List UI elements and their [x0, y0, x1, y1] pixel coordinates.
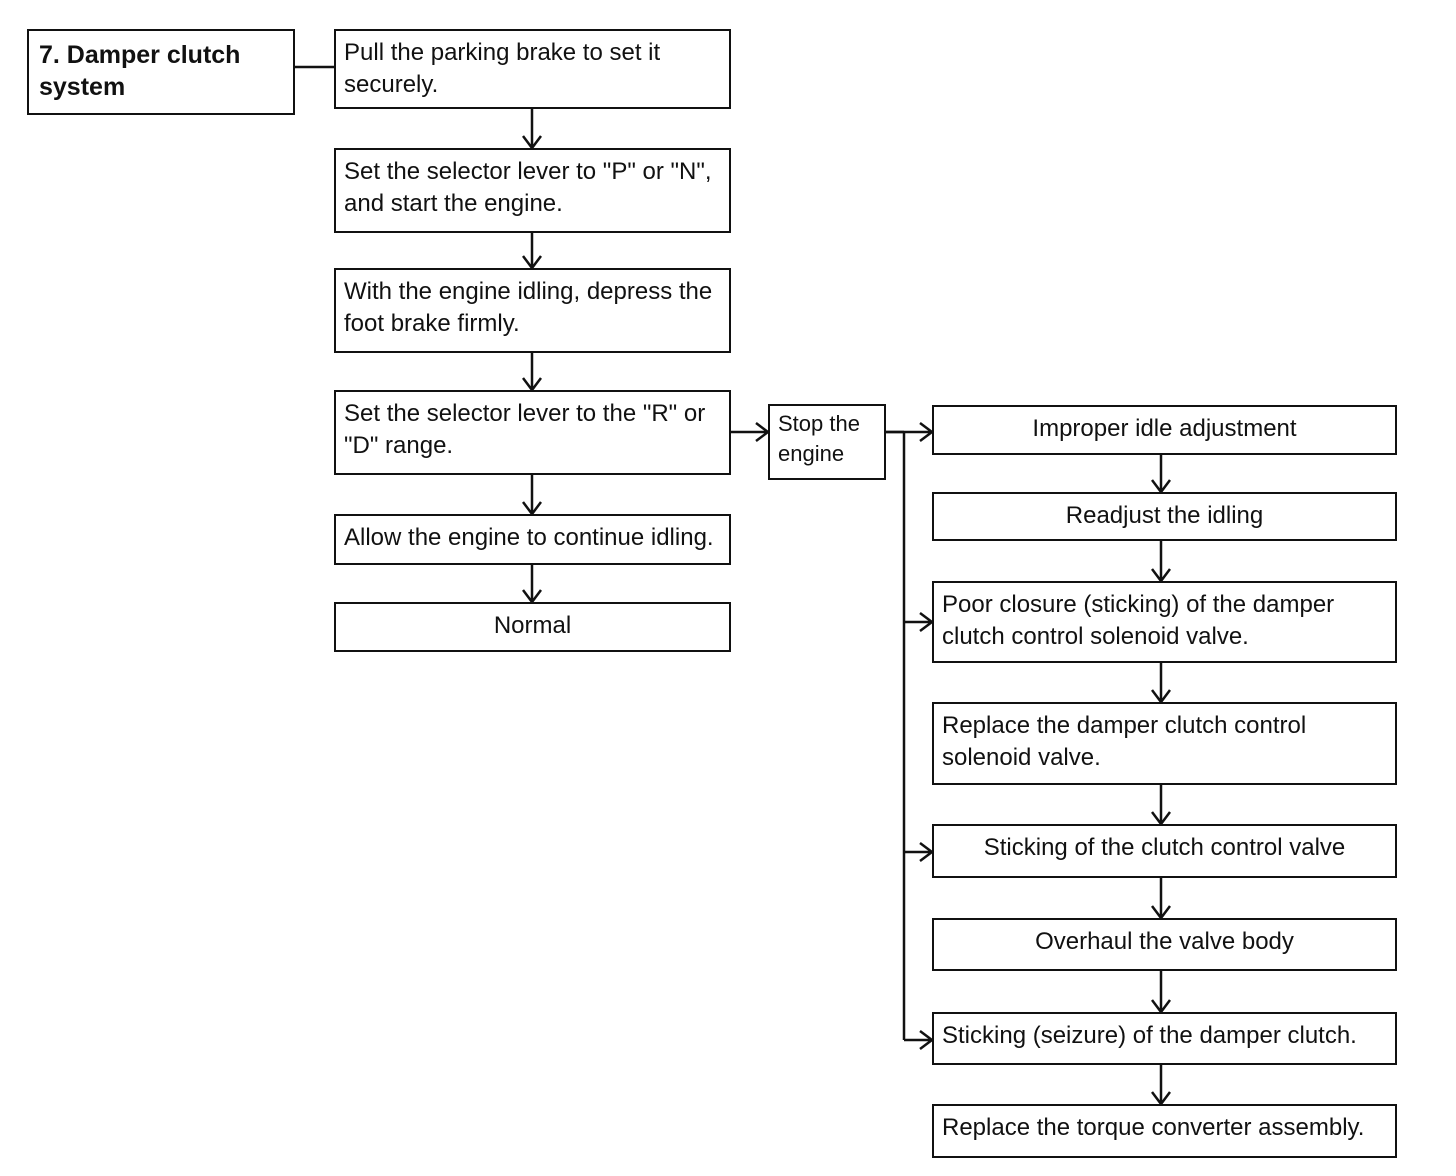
- arrow-step5-normal: [522, 564, 542, 605]
- arrow-diag4-diag5: [1151, 784, 1171, 827]
- stop-engine-box: Stop the engine: [768, 404, 886, 480]
- diag-replace-solenoid: Replace the damper clutch control soleno…: [932, 702, 1397, 785]
- diag-damper-seizure: Sticking (seizure) of the damper clutch.: [932, 1012, 1397, 1065]
- arrow-to-clutch-control-valve: [904, 842, 935, 862]
- diag-overhaul-valve-body: Overhaul the valve body: [932, 918, 1397, 971]
- arrow-step2-step3: [522, 232, 542, 271]
- arrow-step1-step2: [522, 108, 542, 151]
- step-selector-p-n: Set the selector lever to "P" or "N", an…: [334, 148, 731, 233]
- arrow-to-damper-seizure: [904, 1030, 935, 1050]
- diag-improper-idle: Improper idle adjustment: [932, 405, 1397, 455]
- step-selector-r-d: Set the selector lever to the "R" or "D"…: [334, 390, 731, 475]
- step-continue-idling: Allow the engine to continue idling.: [334, 514, 731, 565]
- arrow-to-poor-closure: [904, 612, 935, 632]
- arrow-diag1-diag2: [1151, 454, 1171, 495]
- diag-clutch-control-valve: Sticking of the clutch control valve: [932, 824, 1397, 878]
- arrow-to-stop-engine: [731, 422, 771, 442]
- arrow-step3-step4: [522, 352, 542, 393]
- section-title: 7. Damper clutch system: [27, 29, 295, 115]
- diag-readjust-idling: Readjust the idling: [932, 492, 1397, 541]
- diag-replace-torque-converter: Replace the torque converter assembly.: [932, 1104, 1397, 1158]
- arrow-diag2-diag3: [1151, 540, 1171, 584]
- arrow-diag6-diag7: [1151, 970, 1171, 1015]
- arrow-step4-step5: [522, 474, 542, 517]
- arrow-diag5-diag6: [1151, 877, 1171, 921]
- result-normal: Normal: [334, 602, 731, 652]
- step-depress-brake: With the engine idling, depress the foot…: [334, 268, 731, 353]
- arrow-diag7-diag8: [1151, 1064, 1171, 1107]
- step-parking-brake: Pull the parking brake to set it securel…: [334, 29, 731, 109]
- diag-poor-closure: Poor closure (sticking) of the damper cl…: [932, 581, 1397, 663]
- arrow-to-improper-idle: [885, 422, 935, 442]
- arrow-diag3-diag4: [1151, 662, 1171, 705]
